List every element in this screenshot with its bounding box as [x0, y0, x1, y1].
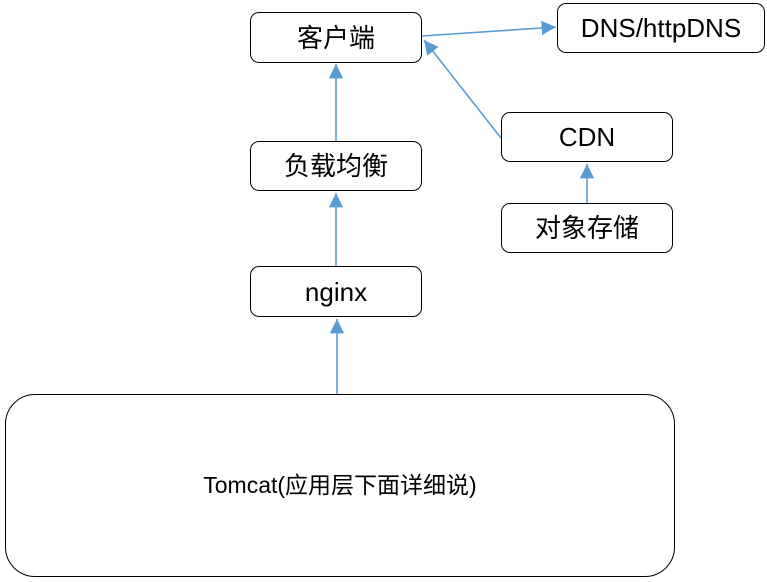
node-tomcat[interactable]: Tomcat(应用层下面详细说): [5, 394, 675, 577]
arrow-client-to-dns: [421, 20, 557, 37]
arrow-cdn-to-client: [423, 39, 502, 139]
node-object-storage[interactable]: 对象存储: [501, 203, 673, 253]
node-dns-httpdns-label: DNS/httpDNS: [580, 13, 742, 43]
node-tomcat-label: Tomcat(应用层下面详细说): [203, 472, 477, 498]
node-cdn-label: CDN: [558, 122, 616, 152]
node-cdn[interactable]: CDN: [501, 112, 673, 162]
node-load-balancer[interactable]: 负载均衡: [250, 141, 422, 191]
node-load-balancer-label: 负载均衡: [283, 151, 388, 181]
node-client-label: 客户端: [296, 22, 375, 53]
node-object-storage-label: 对象存储: [534, 213, 639, 243]
node-nginx[interactable]: nginx: [250, 266, 422, 317]
node-client[interactable]: 客户端: [250, 12, 422, 63]
node-dns-httpdns[interactable]: DNS/httpDNS: [557, 3, 765, 53]
node-nginx-label: nginx: [304, 276, 368, 307]
